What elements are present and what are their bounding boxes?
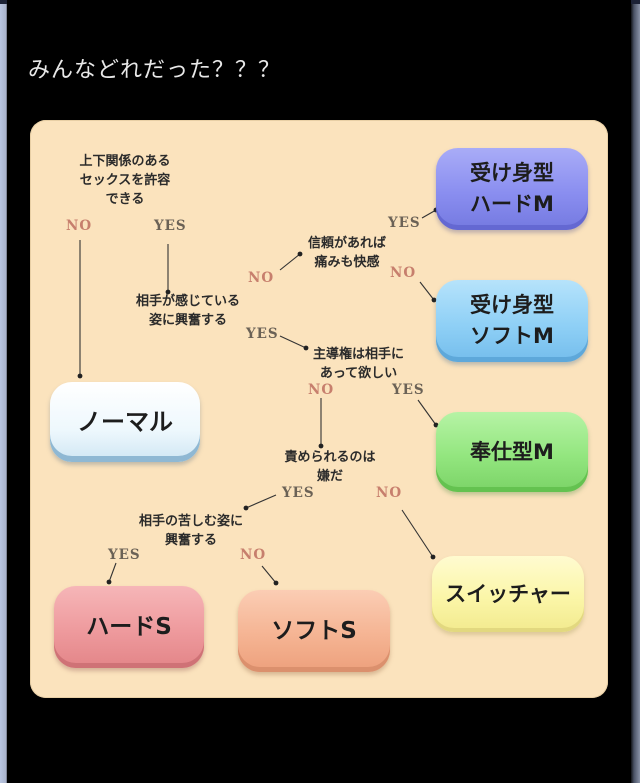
answer-no-q4: NO [308,382,335,398]
answer-no-q1: NO [66,218,93,234]
result-soft-m: 受け身型 ソフトM [436,280,588,362]
result-service-m: 奉仕型M [436,412,588,492]
answer-yes-q5: YES [282,485,315,501]
question-4: 主導権は相手に あって欲しい [312,347,404,381]
question-6: 相手の苦しむ姿に 興奮する [138,514,243,548]
answer-yes-q1: YES [154,218,187,234]
result-hard-s: ハードS [54,586,204,668]
answer-no-q5: NO [376,485,403,501]
question-5: 責められるのは 嫌だ [284,450,376,484]
question-2: 相手が感じている 姿に興奮する [135,294,240,328]
question-3: 信頼があれば 痛みも快感 [307,236,386,270]
result-soft-s: ソフトS [238,590,390,672]
result-switcher: スイッチャー [432,556,584,632]
result-normal: ノーマル [50,382,200,462]
flowchart-image[interactable]: 上下関係のある セックスを許容 できる NO YES 相手が感じている 姿に興奮… [30,120,608,698]
answer-yes-q3: YES [388,215,421,231]
answer-yes-q2: YES [246,326,279,342]
question-1: 上下関係のある セックスを許容 できる [79,154,171,207]
answer-yes-q4: YES [392,382,425,398]
answer-no-q3: NO [390,265,417,281]
answer-no-q6: NO [240,547,267,563]
answer-yes-q6: YES [108,547,141,563]
answer-no-q2: NO [248,270,275,286]
post-caption: みんなどれだった？？？ [28,58,282,83]
result-hard-m: 受け身型 ハードM [436,148,588,230]
